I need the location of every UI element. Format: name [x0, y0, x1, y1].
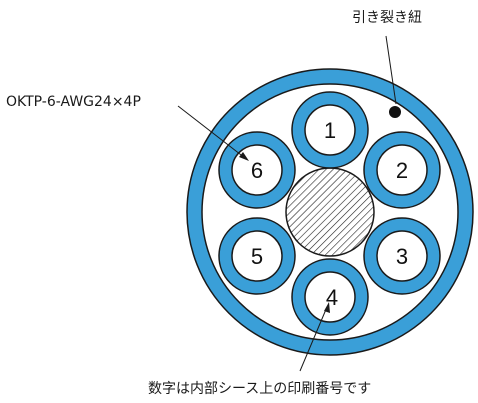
pair-number-2: 2	[396, 158, 408, 183]
note-arrowhead	[324, 302, 330, 313]
pair-number-6: 6	[251, 158, 263, 183]
cable-type-arrowhead	[239, 152, 249, 161]
pair-1: 1	[291, 91, 369, 169]
pair-2: 2	[363, 131, 441, 209]
ripcord-label: 引き裂き紐	[352, 10, 422, 26]
pair-number-5: 5	[251, 244, 263, 269]
note-label: 数字は内部シース上の印刷番号です	[148, 381, 371, 397]
pair-6: 6	[218, 131, 296, 209]
ripcord-dot	[389, 106, 401, 118]
note-leader-line	[299, 306, 328, 372]
pair-3: 3	[363, 217, 441, 295]
pair-4: 4	[291, 258, 369, 336]
ripcord-leader-line	[385, 35, 397, 105]
center-filler	[285, 167, 375, 257]
pair-number-3: 3	[396, 244, 408, 269]
cable-type-label: OKTP-6-AWG24×4P	[6, 94, 141, 110]
pair-5: 5	[218, 217, 296, 295]
pair-number-1: 1	[324, 118, 336, 143]
cable-type-leader-line	[177, 105, 246, 159]
